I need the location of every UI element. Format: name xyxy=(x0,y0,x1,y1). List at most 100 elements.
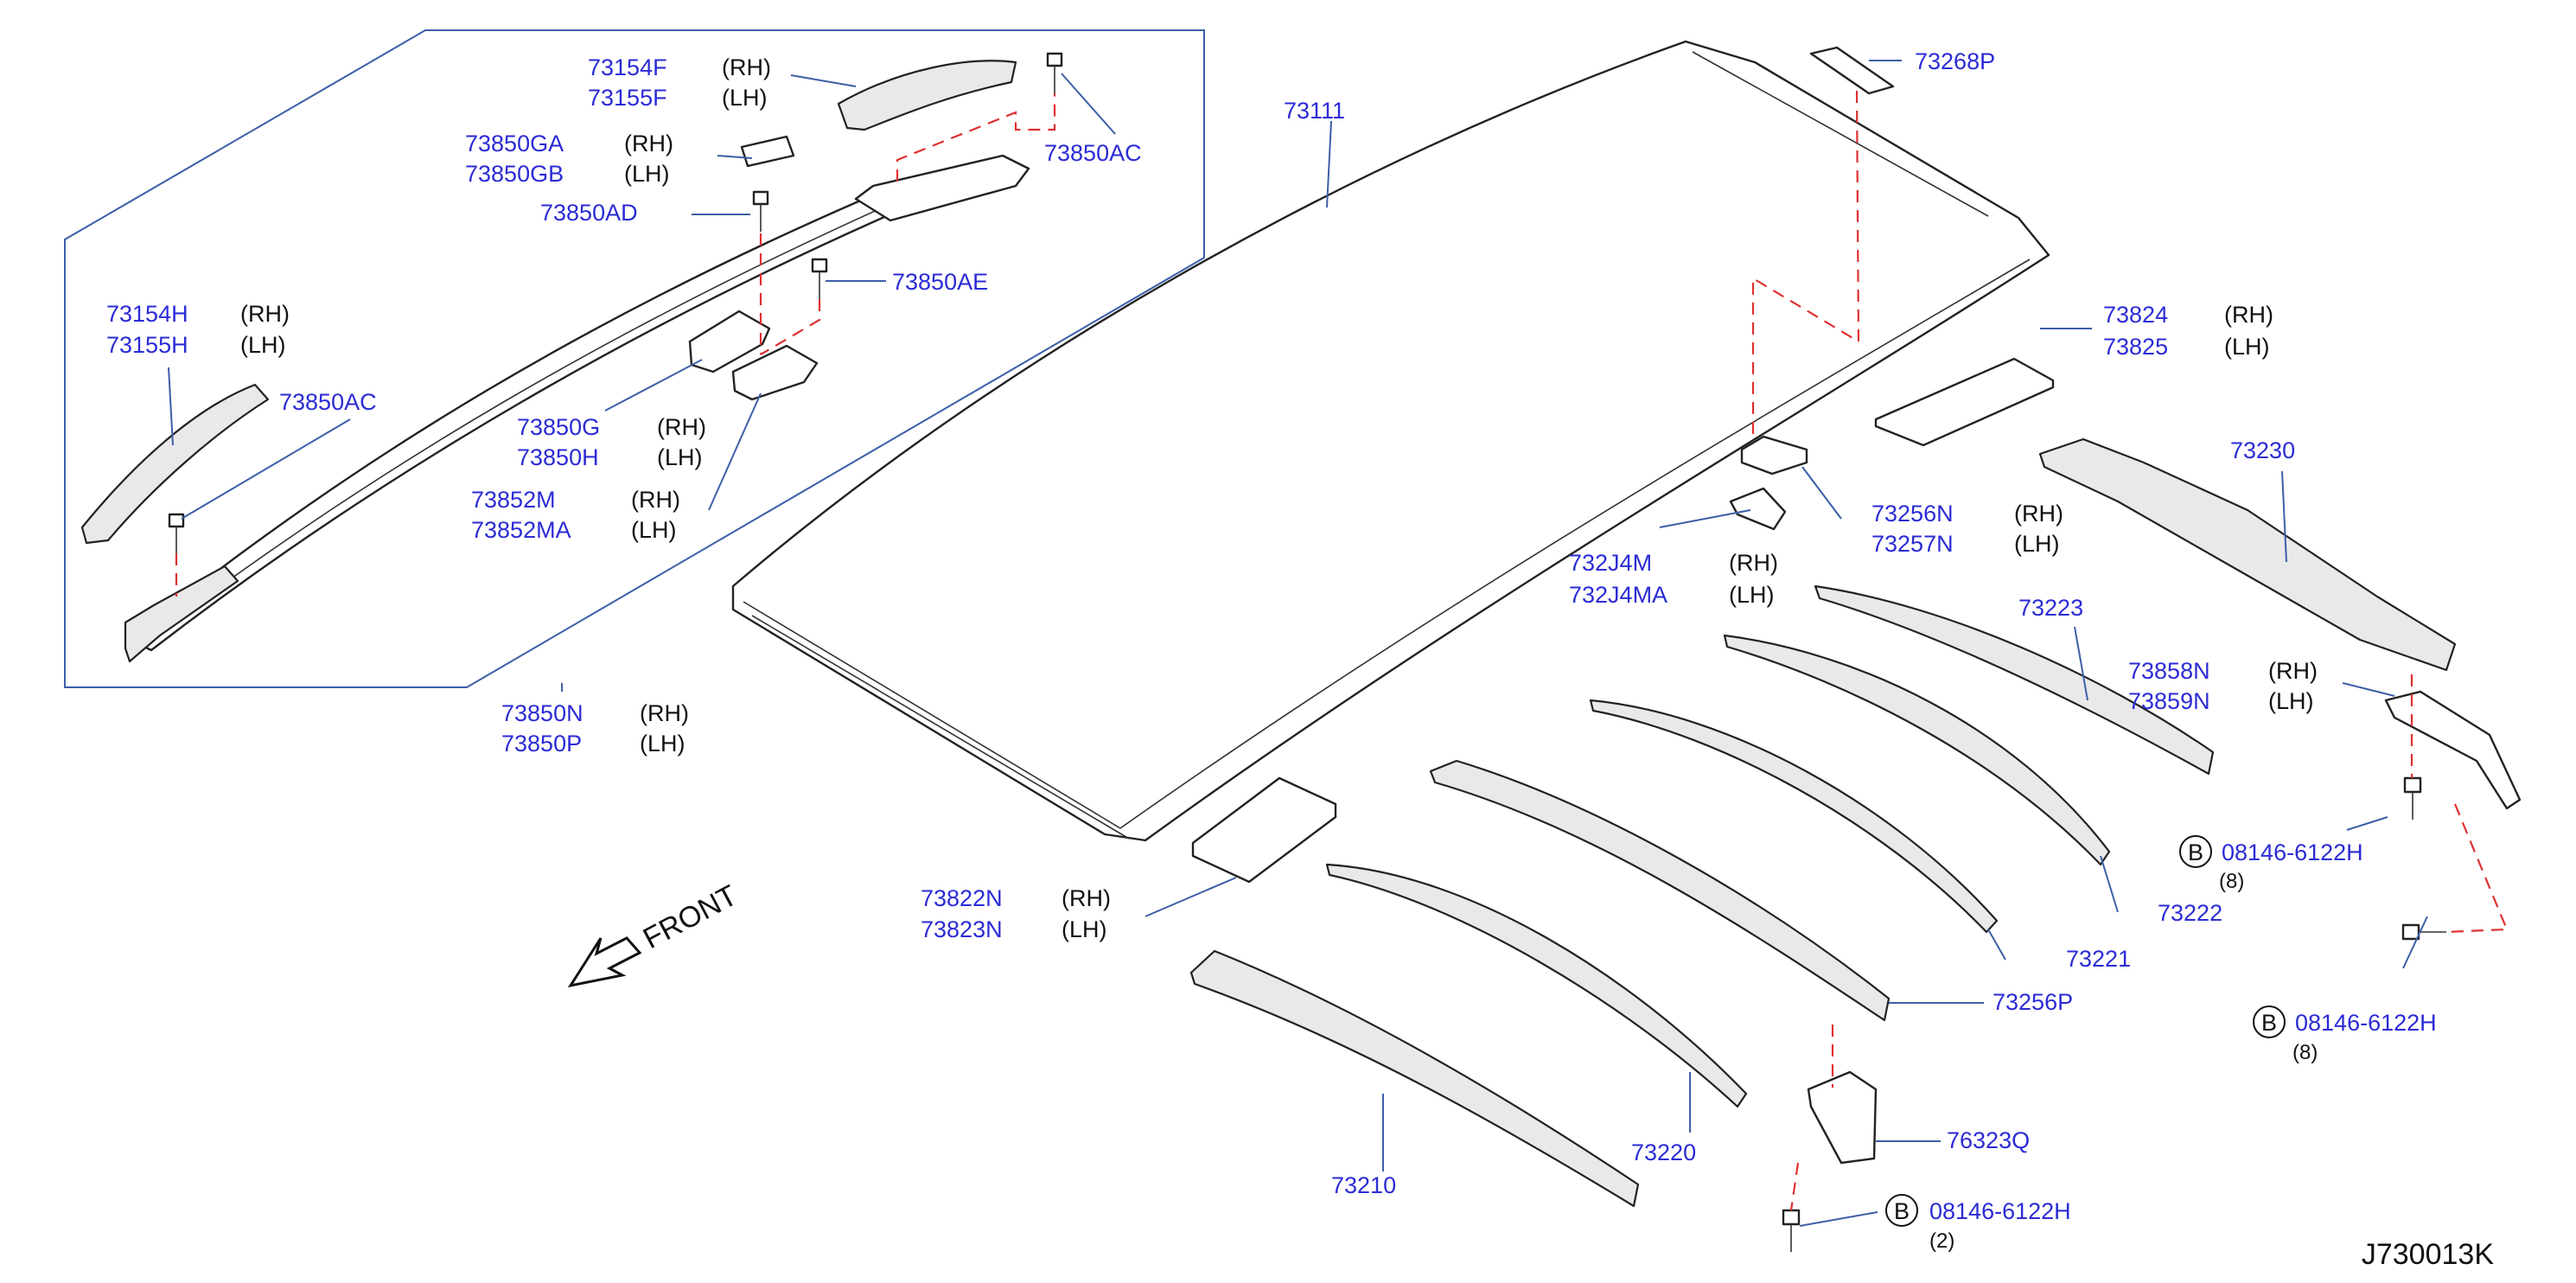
bolt-callout-b2: B 08146-6122H (8) xyxy=(2253,1005,2437,1064)
svg-text:73858N: 73858N xyxy=(2128,658,2210,684)
callout-73223: 73223 xyxy=(2018,595,2083,621)
svg-text:(8): (8) xyxy=(2219,870,2244,893)
roof-bow-73220 xyxy=(1325,863,1748,1108)
svg-text:73268P: 73268P xyxy=(1915,48,1995,74)
svg-text:73256P: 73256P xyxy=(1993,989,2073,1015)
bolt-b1 xyxy=(2403,776,2422,820)
callout-73850G: 73850G(RH)73850H(LH) xyxy=(517,414,706,470)
callout-73858N: 73858N (RH) 73859N (LH) xyxy=(2128,658,2318,714)
callout-73256P: 73256P xyxy=(1993,989,2073,1015)
svg-text:73257N: 73257N xyxy=(1871,531,1954,557)
svg-text:73850AD: 73850AD xyxy=(540,200,638,226)
svg-text:08146-6122H: 08146-6122H xyxy=(2222,839,2363,865)
svg-text:(RH): (RH) xyxy=(640,700,689,726)
svg-text:(RH): (RH) xyxy=(722,54,771,80)
svg-text:B: B xyxy=(2261,1010,2277,1036)
rail-73230 xyxy=(2038,437,2457,672)
svg-text:73859N: 73859N xyxy=(2128,688,2210,714)
svg-text:(LH): (LH) xyxy=(640,731,685,756)
svg-text:B: B xyxy=(2188,839,2203,865)
bracket-73256N xyxy=(1740,435,1808,476)
assembly-line xyxy=(1789,1162,1800,1211)
roof-bow-73222 xyxy=(1723,634,2111,866)
svg-text:73850GB: 73850GB xyxy=(465,161,564,187)
svg-text:73221: 73221 xyxy=(2066,946,2131,972)
svg-text:73256N: 73256N xyxy=(1871,501,1954,527)
callout-73850N: 73850N(RH)73850P(LH) xyxy=(501,700,689,756)
svg-text:(LH): (LH) xyxy=(1062,916,1107,942)
callout-73256N: 73256N (RH) 73257N (LH) xyxy=(1871,501,2063,557)
svg-text:(LH): (LH) xyxy=(1729,582,1775,608)
callout-73154H: 73154H(RH)73155H(LH) xyxy=(106,301,290,358)
svg-text:(LH): (LH) xyxy=(2268,688,2314,714)
reinforcement-73268P xyxy=(1809,46,1895,95)
bracket-73822N xyxy=(1191,776,1337,884)
svg-text:(RH): (RH) xyxy=(1729,550,1778,576)
rail-end-cover-rear xyxy=(80,383,270,545)
svg-text:73850N: 73850N xyxy=(501,700,583,726)
assembly-line xyxy=(2445,803,2509,934)
svg-text:73852M: 73852M xyxy=(471,487,556,513)
svg-text:73155F: 73155F xyxy=(588,85,667,111)
svg-text:73222: 73222 xyxy=(2158,900,2222,926)
roof-bow-73221 xyxy=(1589,699,1999,934)
svg-text:73850H: 73850H xyxy=(517,444,599,470)
callout-73822N: 73822N (RH) 73823N (LH) xyxy=(921,885,1111,942)
svg-text:76323Q: 76323Q xyxy=(1947,1127,2030,1153)
callout-73850AD: 73850AD xyxy=(540,200,638,226)
callout-73220: 73220 xyxy=(1631,1139,1696,1165)
bolt-callout-b3: B 08146-6122H (2) xyxy=(1885,1194,2071,1253)
callout-732J4M: 732J4M(RH)732J4MA(LH) xyxy=(1569,550,1778,608)
roof-panel xyxy=(731,40,2050,842)
bolt-73850AC-top xyxy=(1046,52,1063,93)
callout-73850AC-left: 73850AC xyxy=(279,389,377,415)
bolt-73850AE xyxy=(811,258,828,299)
roof-bow-73256P xyxy=(1429,759,1891,1022)
svg-text:73824: 73824 xyxy=(2103,302,2168,328)
bolt-callout-b1: B 08146-6122H (8) xyxy=(2179,835,2363,893)
rail-clip xyxy=(740,135,795,168)
svg-text:(RH): (RH) xyxy=(1062,885,1111,911)
svg-text:73154H: 73154H xyxy=(106,301,188,327)
svg-text:73850AE: 73850AE xyxy=(892,269,988,295)
roof-bow-73210 xyxy=(1189,949,1640,1208)
svg-text:73822N: 73822N xyxy=(921,885,1003,911)
svg-text:(LH): (LH) xyxy=(2014,531,2060,557)
callout-73210: 73210 xyxy=(1331,1172,1396,1198)
svg-text:73850GA: 73850GA xyxy=(465,131,564,156)
svg-text:(RH): (RH) xyxy=(2268,658,2318,684)
svg-text:(2): (2) xyxy=(1929,1229,1954,1253)
svg-text:(LH): (LH) xyxy=(631,517,677,543)
assembly-line xyxy=(760,299,821,355)
callout-73111: 73111 xyxy=(1284,98,1345,124)
roof-rail xyxy=(124,154,1030,663)
svg-text:73230: 73230 xyxy=(2230,437,2295,463)
rail-end-cover-front xyxy=(837,60,1017,131)
bracket-732J4M xyxy=(1729,487,1787,531)
svg-text:(LH): (LH) xyxy=(624,161,670,187)
svg-text:(LH): (LH) xyxy=(722,85,768,111)
svg-text:(RH): (RH) xyxy=(240,301,290,327)
front-direction-arrow: FRONT xyxy=(567,879,743,988)
svg-text:(RH): (RH) xyxy=(624,131,673,156)
svg-text:(8): (8) xyxy=(2292,1041,2318,1064)
roof-rail-inset-frame xyxy=(64,29,1205,688)
callout-73154F: 73154F(RH)73155F(LH) xyxy=(588,54,771,111)
svg-text:73223: 73223 xyxy=(2018,595,2083,621)
svg-text:08146-6122H: 08146-6122H xyxy=(1929,1198,2071,1224)
svg-text:(RH): (RH) xyxy=(2014,501,2063,527)
svg-text:732J4M: 732J4M xyxy=(1569,550,1652,576)
rail-73824 xyxy=(1874,357,2055,447)
svg-text:73220: 73220 xyxy=(1631,1139,1696,1165)
svg-text:73823N: 73823N xyxy=(921,916,1003,942)
svg-text:73850AC: 73850AC xyxy=(279,389,377,415)
callout-73221: 73221 xyxy=(2066,946,2131,972)
svg-text:B: B xyxy=(1894,1198,1910,1224)
svg-text:(LH): (LH) xyxy=(240,332,286,358)
svg-text:73111: 73111 xyxy=(1284,98,1345,124)
callout-73222: 73222 xyxy=(2158,900,2222,926)
callout-73824: 73824(RH)73825(LH) xyxy=(2103,302,2273,360)
assembly-line xyxy=(1751,90,1860,441)
svg-text:(RH): (RH) xyxy=(631,487,680,513)
